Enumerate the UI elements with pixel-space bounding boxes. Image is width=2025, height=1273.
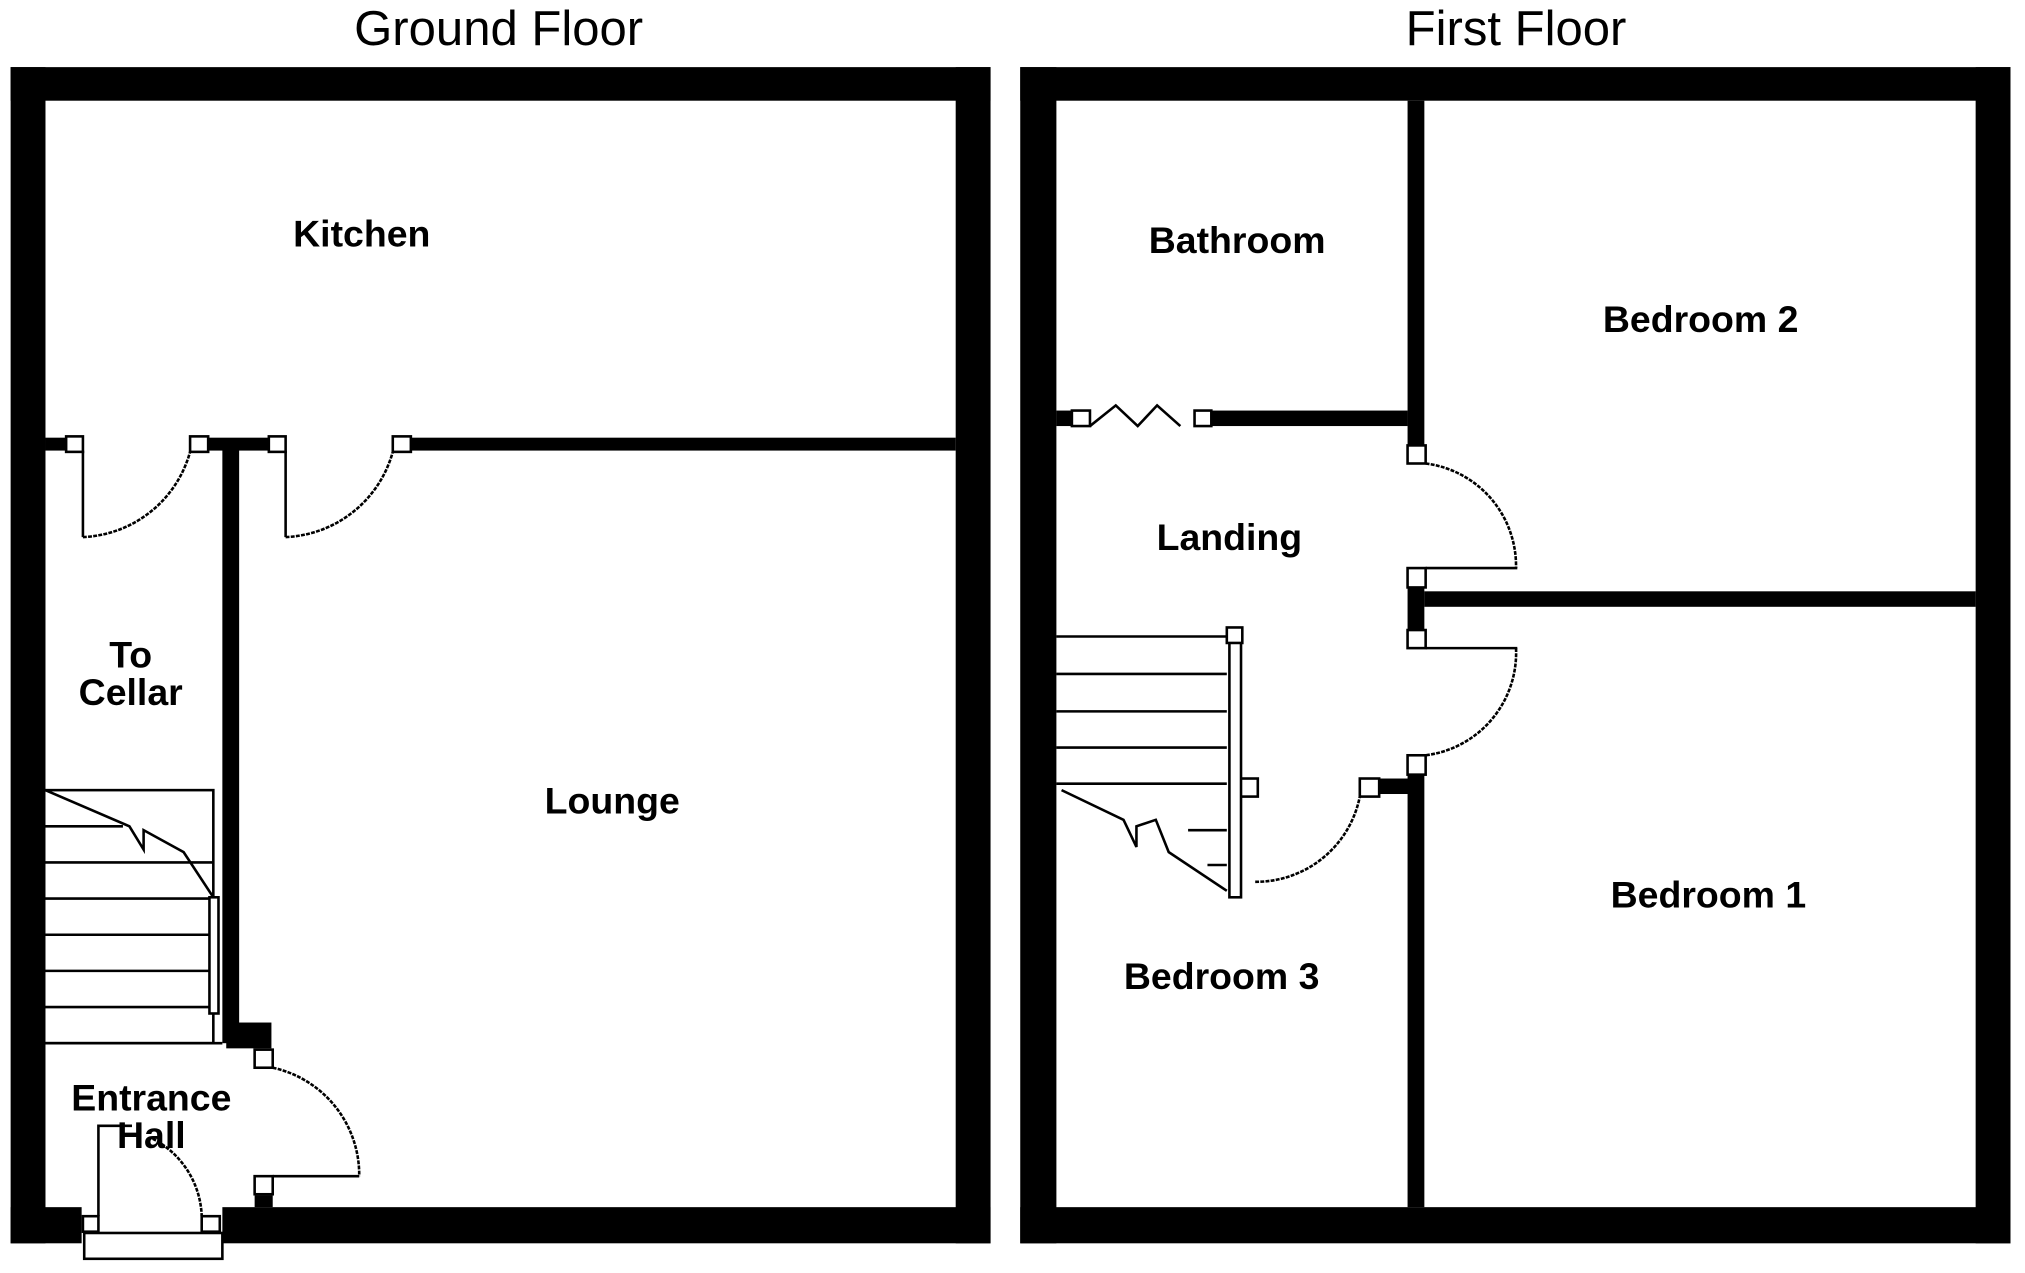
bedroom-3-door	[1235, 777, 1381, 884]
room-label-bedroom-1: Bedroom 1	[1611, 874, 1807, 916]
room-label-entrance-hall-line2: Hall	[117, 1114, 186, 1156]
ground-floor-outer-walls	[10, 67, 991, 1244]
room-label-entrance-hall-line1: Entrance	[71, 1076, 231, 1118]
room-label-bathroom: Bathroom	[1149, 219, 1326, 261]
room-label-bedroom-3: Bedroom 3	[1124, 955, 1320, 997]
cellar-door	[64, 435, 210, 539]
ground-floor-stairs	[35, 788, 223, 1045]
bathroom-bifold-door	[1070, 403, 1213, 428]
first-floor-stairs	[1056, 626, 1244, 899]
entrance-hall-door	[253, 1048, 361, 1196]
first-floor-internal-walls	[1056, 100, 1976, 1208]
room-label-kitchen: Kitchen	[293, 213, 430, 255]
room-label-to-cellar-line2: Cellar	[79, 671, 183, 713]
front-door	[81, 1124, 224, 1261]
kitchen-wall	[45, 437, 956, 1208]
ground-floor-title: Ground Floor	[354, 2, 643, 56]
room-label-landing: Landing	[1157, 516, 1303, 558]
first-floor-title: First Floor	[1406, 2, 1627, 56]
bedroom-1-door	[1406, 628, 1518, 776]
bedroom-2-door	[1406, 444, 1518, 589]
ground-floor: Ground Floor	[10, 2, 991, 1261]
first-floor-outer-walls	[1020, 67, 2011, 1244]
lounge-door	[267, 435, 413, 539]
first-floor: First Floor	[1020, 2, 2011, 1244]
room-label-to-cellar-line1: To	[109, 633, 152, 675]
room-label-bedroom-2: Bedroom 2	[1603, 298, 1799, 340]
room-label-lounge: Lounge	[545, 779, 680, 821]
